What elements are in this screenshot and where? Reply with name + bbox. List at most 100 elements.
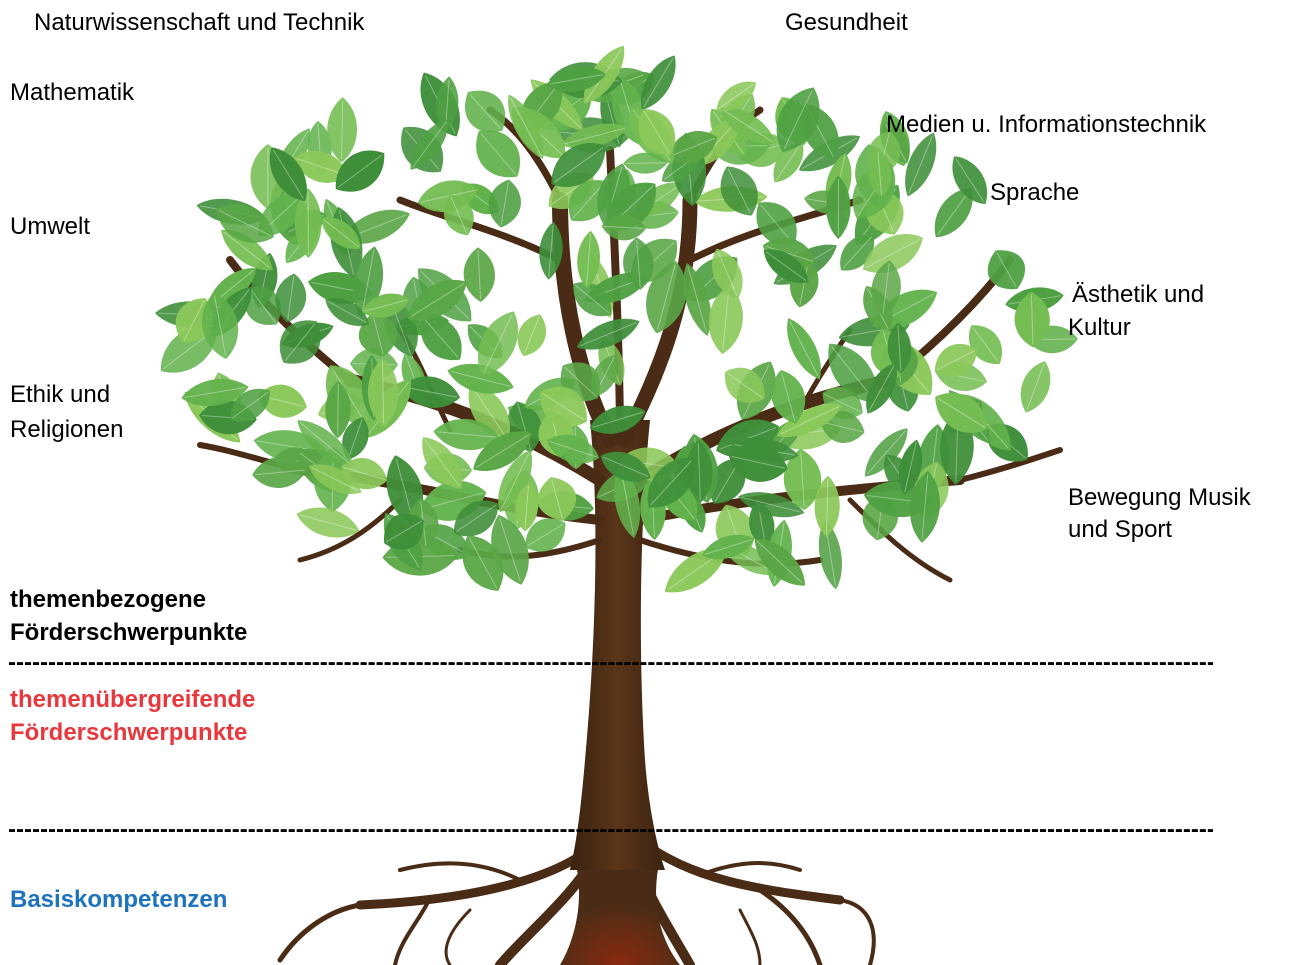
leaf-vein — [296, 158, 346, 176]
leaf-vein — [455, 504, 497, 533]
leaf-vein — [250, 288, 276, 323]
leaf — [935, 392, 988, 433]
leaf — [296, 507, 360, 538]
leaf-vein — [882, 263, 890, 314]
label-bewegung-line2: und Sport — [1068, 516, 1173, 543]
leaf-vein — [779, 406, 840, 435]
leaf-vein — [586, 233, 591, 286]
leaf — [525, 518, 566, 552]
leaf — [422, 437, 463, 489]
leaf-vein — [548, 224, 554, 277]
leaf-vein — [908, 135, 933, 194]
leaf — [498, 450, 532, 513]
leaf-vein — [450, 196, 468, 234]
leaf — [515, 483, 539, 532]
leaf-vein — [727, 168, 751, 214]
leaf-vein — [936, 349, 976, 371]
leaf — [447, 363, 514, 394]
divider-bottom: ----------------------------------------… — [8, 818, 1213, 842]
leaf — [776, 87, 820, 153]
leaf-vein — [996, 252, 1017, 288]
leaf — [401, 376, 461, 408]
leaf — [433, 418, 500, 451]
leaf-vein — [423, 492, 484, 510]
leaf-vein — [364, 299, 408, 312]
leaf — [537, 477, 577, 521]
leaf — [783, 448, 822, 511]
leaf-vein — [760, 204, 793, 243]
label-ethik-line2: Religionen — [10, 416, 124, 443]
leaf-vein — [542, 393, 585, 421]
leaf-vein — [563, 127, 626, 145]
leaf-vein — [327, 300, 368, 324]
leaf — [341, 458, 388, 490]
leaf-vein — [284, 323, 316, 361]
label-sprache: Sprache — [990, 179, 1080, 206]
leaf — [576, 318, 640, 350]
leaf-vein — [868, 365, 895, 412]
label-bewegung-line1: Bewegung Musik — [1068, 484, 1251, 511]
leaf-vein — [549, 74, 603, 85]
leaf — [325, 380, 351, 439]
leaf-vein — [1030, 294, 1034, 345]
leaf — [367, 358, 399, 427]
leaf — [551, 143, 606, 187]
leaf-vein — [477, 250, 482, 300]
leaf — [407, 279, 467, 321]
leaf — [216, 203, 274, 243]
leaf — [909, 470, 940, 543]
leaf-vein — [527, 523, 564, 547]
leaf — [712, 248, 743, 299]
leaf — [464, 90, 506, 133]
leaf-vein — [523, 316, 540, 355]
leaf — [252, 456, 307, 488]
leaf-vein — [424, 439, 460, 487]
leaf-vein — [254, 469, 305, 476]
leaf — [258, 384, 307, 418]
leaf — [898, 439, 923, 495]
leaf-vein — [800, 451, 805, 508]
leaf-vein — [372, 315, 384, 355]
leaf — [361, 293, 410, 318]
leaf — [934, 187, 973, 238]
leaf-vein — [826, 478, 829, 535]
label-ethik-line1: Ethik und — [10, 381, 111, 408]
leaf — [868, 149, 892, 197]
leaf-vein — [644, 111, 670, 154]
leaf-vein — [718, 83, 755, 110]
leaf-vein — [469, 93, 501, 130]
label-naturwissenschaft: Naturwissenschaft und Technik — [34, 9, 365, 36]
leaf-vein — [756, 540, 803, 584]
leaf — [686, 439, 713, 503]
leaf — [862, 234, 923, 273]
leaf-vein — [423, 318, 459, 358]
leaf-vein — [231, 391, 269, 419]
leaf — [614, 465, 641, 539]
leaf-vein — [765, 251, 807, 282]
leaf — [293, 150, 349, 183]
leaf — [1014, 291, 1050, 348]
divider-top: ----------------------------------------… — [8, 651, 1213, 675]
leaf-vein — [937, 189, 971, 236]
leaf-vein — [636, 239, 641, 288]
leaf — [828, 343, 878, 403]
leaf-vein — [299, 422, 352, 465]
leaf — [560, 123, 629, 149]
leaf-vein — [824, 393, 861, 413]
leaf — [325, 298, 370, 326]
leaf — [647, 457, 695, 508]
leaf — [436, 76, 459, 133]
leaf — [702, 534, 755, 560]
leaf — [321, 217, 361, 250]
leaf — [664, 547, 728, 593]
leaf-vein — [972, 326, 999, 363]
leaf-vein — [717, 250, 738, 297]
leaf — [771, 370, 806, 424]
leaf-vein — [341, 100, 344, 160]
leaf — [773, 141, 804, 183]
leaf-vein — [218, 210, 272, 237]
leaf — [463, 247, 495, 302]
leaf — [623, 152, 668, 174]
label-umwelt: Umwelt — [10, 213, 91, 240]
leaf-vein — [697, 442, 701, 500]
